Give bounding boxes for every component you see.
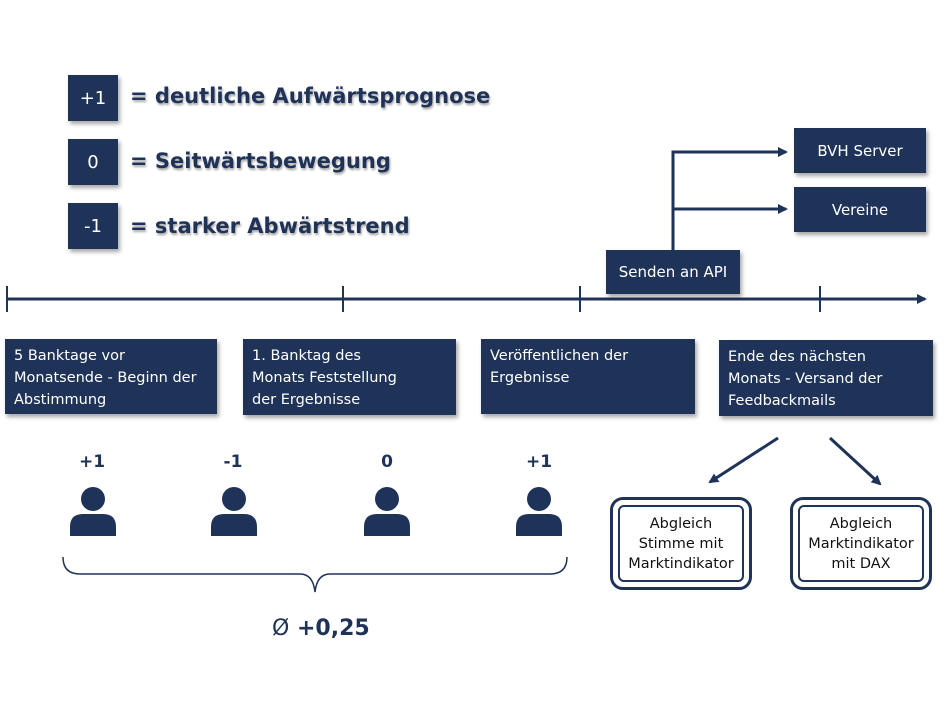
vote-label: 0 — [381, 452, 393, 472]
vote-label: +1 — [78, 452, 106, 472]
legend-value-plus-one: +1 — [68, 75, 118, 121]
person-icon — [364, 487, 410, 536]
check-indicator-vs-dax: Abgleich Marktindikator mit DAX — [790, 497, 932, 590]
step-feedback-mails: Ende des nächsten Monats - Versand der F… — [719, 340, 933, 416]
vote-label: -1 — [223, 452, 243, 472]
feedback-arrow-right — [828, 436, 882, 486]
check-indicator-vs-dax-text: Abgleich Marktindikator mit DAX — [798, 505, 924, 582]
check-vote-vs-indicator-text: Abgleich Stimme mit Marktindikator — [618, 505, 744, 582]
step-publish-results: Veröffentlichen der Ergebnisse — [481, 339, 695, 414]
legend-text-zero: = Seitwärtsbewegung — [130, 149, 391, 173]
person-icon — [516, 487, 562, 536]
average-brace — [62, 556, 568, 593]
api-branch-line — [671, 147, 788, 250]
step-results-determination: 1. Banktag des Monats Feststellung der E… — [243, 339, 456, 415]
legend-value-minus-one: -1 — [68, 203, 118, 249]
send-api-box: Senden an API — [606, 250, 740, 294]
feedback-arrow-left — [708, 436, 779, 484]
target-vereine: Vereine — [794, 187, 926, 232]
legend-value-zero: 0 — [68, 139, 118, 185]
target-bvh-server: BVH Server — [794, 128, 926, 173]
legend-text-plus-one: = deutliche Aufwärtsprognose — [130, 84, 491, 108]
vote-label: +1 — [525, 452, 553, 472]
check-vote-vs-indicator: Abgleich Stimme mit Marktindikator — [610, 497, 752, 590]
person-icon — [211, 487, 257, 536]
step-voting-start: 5 Banktage vor Monatsende - Beginn der A… — [5, 339, 217, 414]
legend-text-minus-one: = starker Abwärtstrend — [130, 214, 410, 238]
average-symbol: Ø — [272, 616, 290, 641]
average-value: +0,25 — [297, 616, 370, 641]
average-result: Ø +0,25 — [272, 616, 370, 641]
person-icon — [70, 487, 116, 536]
